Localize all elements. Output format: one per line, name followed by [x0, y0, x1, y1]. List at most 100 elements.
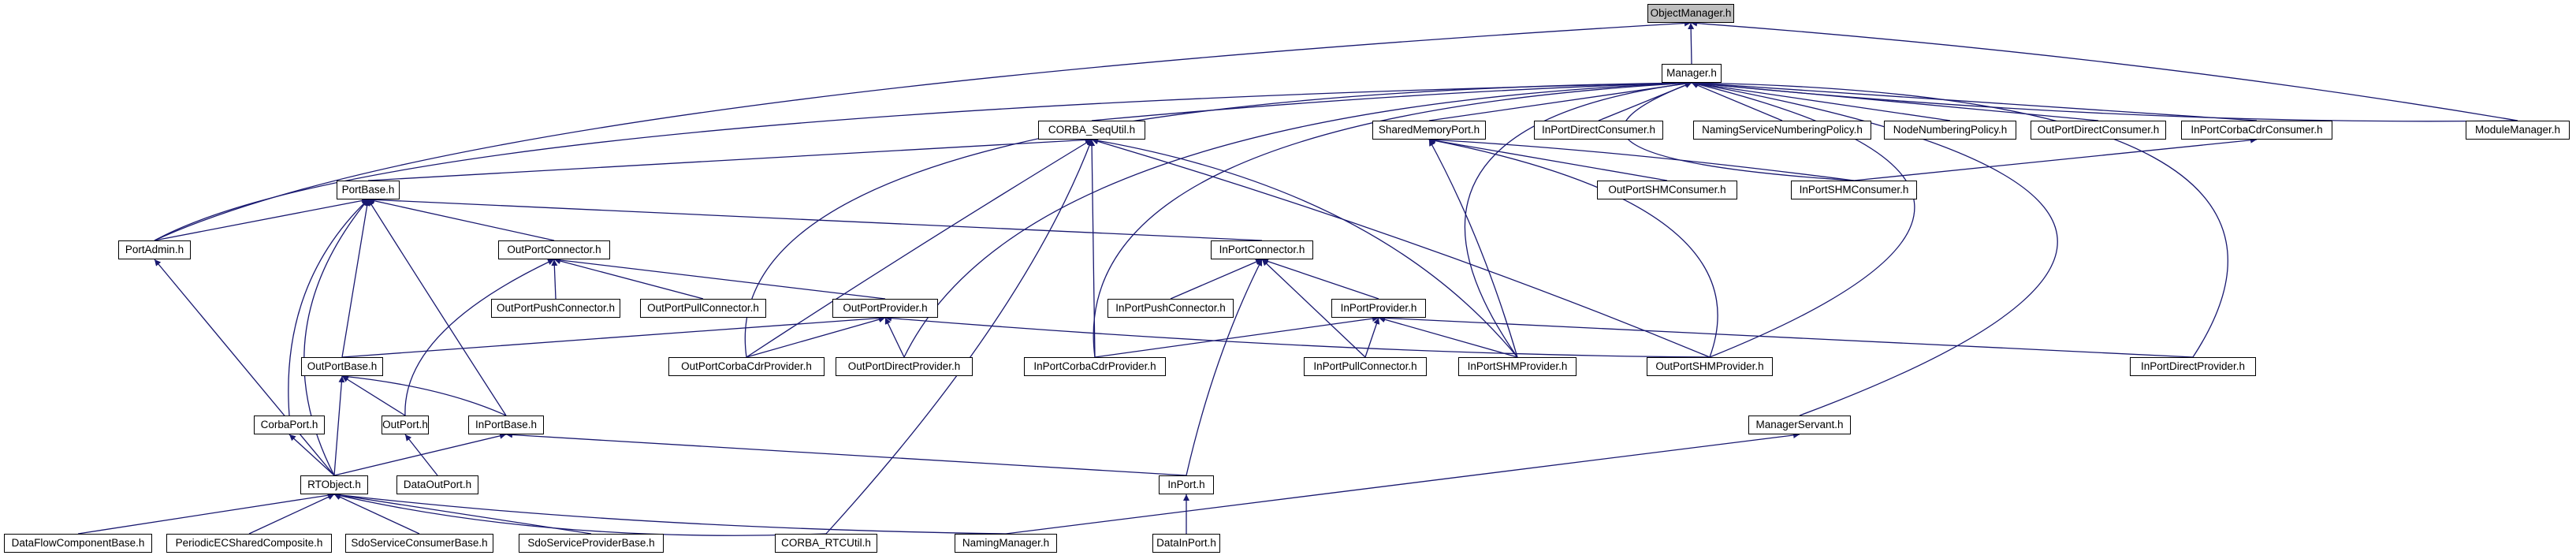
node-objectmanager[interactable]: ObjectManager.h: [1647, 4, 1734, 23]
node-managerservant[interactable]: ManagerServant.h: [1748, 416, 1851, 434]
edge-manager-to-objectmanager: [1688, 22, 1695, 65]
node-inportconnector[interactable]: InPortConnector.h: [1211, 240, 1313, 259]
node-periodicecsharedcomposite[interactable]: PeriodicECSharedComposite.h: [166, 534, 332, 553]
edge-outportdirectprovider-to-manager: [903, 80, 1692, 358]
edge-outport-to-outportbase: [341, 375, 406, 416]
edge-sdoserviceconsumerbase-to-rtobject: [333, 494, 420, 535]
node-inportdirectconsumer[interactable]: InPortDirectConsumer.h: [1534, 121, 1663, 140]
edge-outportshmprovider-to-outportprovider: [884, 315, 1711, 358]
node-outportpullconnector[interactable]: OutPortPullConnector.h: [640, 299, 766, 318]
node-nodenumberingpolicy[interactable]: NodeNumberingPolicy.h: [1884, 121, 2016, 140]
edge-inportdirectprovider-to-inportprovider: [1378, 315, 2194, 358]
edge-outportcorbacdrprovider-to-outportprovider: [746, 316, 886, 358]
node-sdoserviceproviderbase[interactable]: SdoServiceProviderBase.h: [519, 534, 664, 553]
edge-portadmin-to-portbase: [154, 197, 369, 241]
edge-outport-to-outportconnector: [404, 259, 555, 416]
edge-inportbase-to-outportbase: [341, 373, 507, 416]
edge-outportcorbacdrprovider-to-corba_sequtil: [746, 139, 1093, 358]
node-inportprovider[interactable]: InPortProvider.h: [1331, 299, 1426, 318]
edge-periodicecsharedcomposite-to-rtobject: [248, 494, 335, 535]
node-inportcorbacdrconsumer[interactable]: InPortCorbaCdrConsumer.h: [2181, 121, 2332, 140]
edge-outportconnector-to-portbase: [367, 197, 555, 241]
node-outportdirectprovider[interactable]: OutPortDirectProvider.h: [836, 357, 973, 376]
node-outportshmconsumer[interactable]: OutPortSHMConsumer.h: [1597, 181, 1737, 199]
edge-inportshmprovider-to-manager: [1464, 80, 1692, 358]
node-portbase[interactable]: PortBase.h: [337, 181, 400, 199]
node-sharedmemoryport[interactable]: SharedMemoryPort.h: [1372, 121, 1486, 140]
edge-namingservicenumberingpolicy-to-manager: [1691, 82, 1783, 121]
node-portadmin[interactable]: PortAdmin.h: [118, 240, 191, 259]
node-corba-rtcutil[interactable]: CORBA_RTCUtil.h: [775, 534, 877, 553]
node-inportpushconnector[interactable]: InPortPushConnector.h: [1107, 299, 1234, 318]
node-outportshmprovider[interactable]: OutPortSHMProvider.h: [1647, 357, 1773, 376]
edge-rtobject-to-outportbase: [333, 375, 345, 476]
edge-outportbase-to-portbase: [341, 199, 370, 358]
node-datainport[interactable]: DataInPort.h: [1152, 534, 1220, 553]
node-outportconnector[interactable]: OutPortConnector.h: [498, 240, 610, 259]
edge-outportshmconsumer-to-sharedmemoryport: [1428, 137, 1668, 181]
edge-outportdirectconsumer-to-manager: [1691, 80, 2099, 121]
node-rtobject[interactable]: RTObject.h: [300, 475, 368, 494]
edge-corba_sequtil-to-manager: [1091, 80, 1692, 121]
node-outportprovider[interactable]: OutPortProvider.h: [832, 299, 938, 318]
edge-rtobject-to-corbaport: [288, 434, 335, 476]
edge-inportcorbacdrprovider-to-corba_sequtil: [1089, 139, 1096, 358]
edge-portbase-to-corba_sequtil: [367, 136, 1093, 181]
edge-nodenumberingpolicy-to-manager: [1691, 80, 1951, 121]
node-inportcorbacdrprovider[interactable]: InPortCorbaCdrProvider.h: [1024, 357, 1166, 376]
edge-inportshmconsumer-to-sharedmemoryport: [1428, 136, 1855, 181]
edge-inportcorbacdrprovider-to-manager: [1093, 80, 1692, 358]
edge-outportprovider-to-outportconnector: [553, 256, 886, 300]
edge-inportdirectprovider-to-manager: [1691, 80, 2228, 358]
edge-modulemanager-to-objectmanager: [1690, 20, 2518, 121]
edge-inportshmprovider-to-sharedmemoryport: [1428, 139, 1518, 358]
edge-inport-to-inportconnector: [1186, 259, 1263, 476]
edge-inportconnector-to-portbase: [367, 196, 1263, 241]
node-modulemanager[interactable]: ModuleManager.h: [2466, 121, 2570, 140]
node-corbaport[interactable]: CorbaPort.h: [254, 416, 325, 434]
edge-corbaport-to-portbase: [288, 199, 369, 416]
node-manager[interactable]: Manager.h: [1662, 64, 1722, 83]
edge-outportshmprovider-to-manager: [1691, 81, 1915, 358]
edge-inportshmprovider-to-inportprovider: [1378, 316, 1518, 358]
edge-inportshmconsumer-to-manager: [1622, 82, 1855, 181]
edge-rtobject-to-portbase: [303, 199, 369, 476]
edge-inportcorbacdrprovider-to-inportprovider: [1094, 315, 1379, 358]
node-inportbase[interactable]: InPortBase.h: [468, 416, 544, 434]
node-outport[interactable]: OutPort.h: [382, 416, 429, 434]
edge-portadmin-to-manager: [154, 80, 1692, 241]
edge-outportbase-to-outportprovider: [341, 315, 886, 358]
edge-inportpushconnector-to-inportconnector: [1170, 259, 1263, 300]
edge-corba_rtcutil-to-corba_sequtil: [825, 139, 1093, 535]
node-inport[interactable]: InPort.h: [1159, 475, 1214, 494]
edge-inportpullconnector-to-inportprovider: [1364, 317, 1380, 358]
edge-outportcorbacdrprovider-to-manager: [744, 80, 1692, 358]
node-inportshmprovider[interactable]: InPortSHMProvider.h: [1458, 357, 1576, 376]
node-sdoserviceconsumerbase[interactable]: SdoServiceConsumerBase.h: [345, 534, 493, 553]
node-outportdirectconsumer[interactable]: OutPortDirectConsumer.h: [2031, 121, 2166, 140]
edge-corba_rtcutil-to-rtobject: [333, 492, 827, 536]
node-inportpullconnector[interactable]: InPortPullConnector.h: [1304, 357, 1427, 376]
edge-namingmanager-to-managerservant: [1005, 432, 1800, 535]
node-inportshmconsumer[interactable]: InPortSHMConsumer.h: [1791, 181, 1917, 199]
edge-inportcorbacdrconsumer-to-manager: [1691, 80, 2258, 121]
edge-dataflowcomponentbase-to-rtobject: [77, 492, 335, 535]
edge-outportpushconnector-to-outportconnector: [551, 259, 558, 300]
node-outportpushconnector[interactable]: OutPortPushConnector.h: [491, 299, 620, 318]
node-dataflowcomponentbase[interactable]: DataFlowComponentBase.h: [4, 534, 152, 553]
edge-inportpullconnector-to-inportconnector: [1261, 259, 1366, 358]
edge-inportprovider-to-inportconnector: [1261, 258, 1379, 300]
edge-rtobject-to-portadmin: [154, 259, 335, 476]
node-corba-sequtil[interactable]: CORBA_SeqUtil.h: [1038, 121, 1145, 140]
edge-outportdirectprovider-to-outportprovider: [884, 317, 905, 358]
edge-inportshmconsumer-to-inportcorbacdrconsumer: [1853, 136, 2258, 181]
node-dataoutport[interactable]: DataOutPort.h: [396, 475, 478, 494]
edge-inportbase-to-portbase: [367, 199, 507, 416]
node-outportcorbacdrprovider[interactable]: OutPortCorbaCdrProvider.h: [668, 357, 825, 376]
node-namingservicenumberingpolicy[interactable]: NamingServiceNumberingPolicy.h: [1693, 121, 1871, 140]
node-outportbase[interactable]: OutPortBase.h: [301, 357, 383, 376]
node-namingmanager[interactable]: NamingManager.h: [955, 534, 1057, 553]
node-inportdirectprovider[interactable]: InPortDirectProvider.h: [2130, 357, 2256, 376]
